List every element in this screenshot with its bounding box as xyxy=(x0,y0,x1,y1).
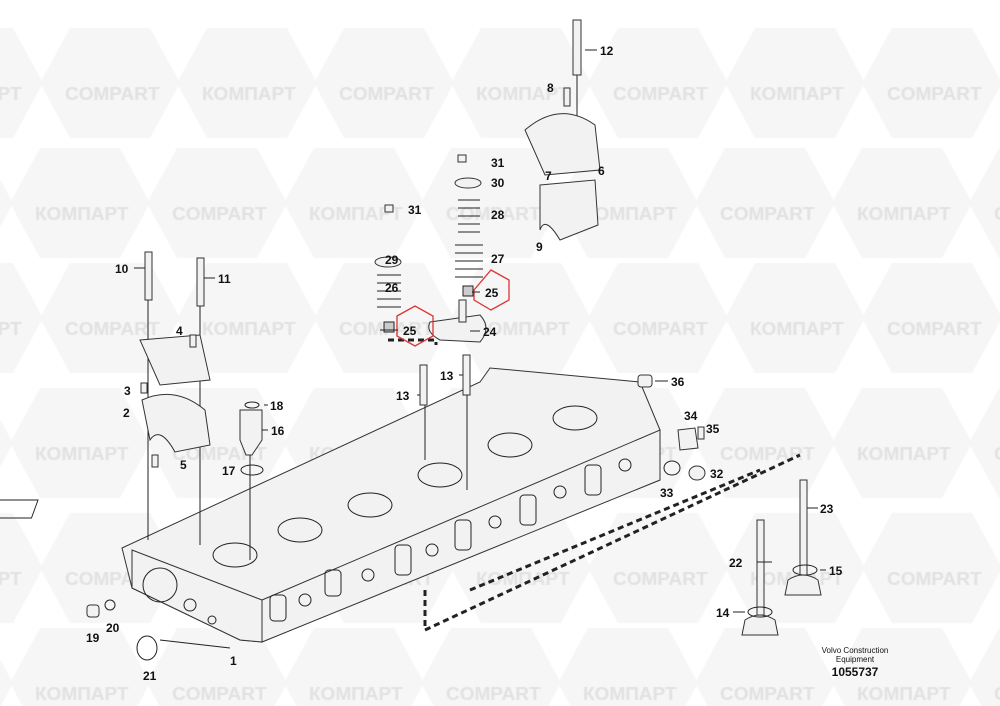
callout-9: 9 xyxy=(536,240,543,254)
callout-28: 28 xyxy=(491,208,505,222)
callout-25: 25 xyxy=(403,324,417,338)
callout-26: 26 xyxy=(385,281,399,295)
highlight-hexagon xyxy=(473,269,510,311)
callout-19: 19 xyxy=(86,631,100,645)
callout-5: 5 xyxy=(180,458,187,472)
callout-4: 4 xyxy=(176,324,183,338)
callout-10: 10 xyxy=(115,262,129,276)
callout-32: 32 xyxy=(710,467,724,481)
callout-29: 29 xyxy=(385,253,399,267)
callout-21: 21 xyxy=(143,669,157,683)
callout-1: 1 xyxy=(230,654,237,668)
callout-17: 17 xyxy=(222,464,236,478)
drawing-number: 1055737 xyxy=(831,665,879,679)
callout-11: 11 xyxy=(218,272,231,286)
callout-13: 13 xyxy=(396,389,410,403)
caption-company: Volvo Construction xyxy=(821,646,889,655)
callout-7: 7 xyxy=(545,169,552,183)
callout-13: 13 xyxy=(440,369,454,383)
cylinder-head xyxy=(0,367,661,643)
callout-6: 6 xyxy=(598,164,605,178)
highlight-hexagon xyxy=(396,305,434,347)
callout-36: 36 xyxy=(671,375,685,389)
callout-22: 22 xyxy=(729,556,743,570)
callout-35: 35 xyxy=(706,422,720,436)
callout-2: 2 xyxy=(123,406,130,420)
callout-27: 27 xyxy=(491,252,505,266)
callout-20: 20 xyxy=(106,621,120,635)
callout-31: 31 xyxy=(408,203,422,217)
parts xyxy=(86,19,822,661)
caption-block: Volvo Construction Equipment 1055737 xyxy=(800,646,910,680)
callout-34: 34 xyxy=(684,409,698,423)
highlight-markers xyxy=(396,269,510,347)
caption-company-line2: Equipment xyxy=(835,655,875,664)
callout-8: 8 xyxy=(547,81,554,95)
callout-14: 14 xyxy=(716,606,730,620)
callout-18: 18 xyxy=(270,399,284,413)
callout-31: 31 xyxy=(491,156,505,170)
callout-23: 23 xyxy=(820,502,834,516)
callout-12: 12 xyxy=(600,44,614,58)
callout-3: 3 xyxy=(124,384,131,398)
callout-24: 24 xyxy=(483,325,497,339)
callout-25: 25 xyxy=(485,286,499,300)
callout-16: 16 xyxy=(271,424,285,438)
callout-15: 15 xyxy=(829,564,843,578)
leader-lines xyxy=(134,49,826,649)
callout-30: 30 xyxy=(491,176,505,190)
callout-33: 33 xyxy=(660,486,674,500)
callout-labels: 1 2 3 4 5 6 7 8 9 10 11 12 13 13 14 15 1… xyxy=(86,44,843,683)
